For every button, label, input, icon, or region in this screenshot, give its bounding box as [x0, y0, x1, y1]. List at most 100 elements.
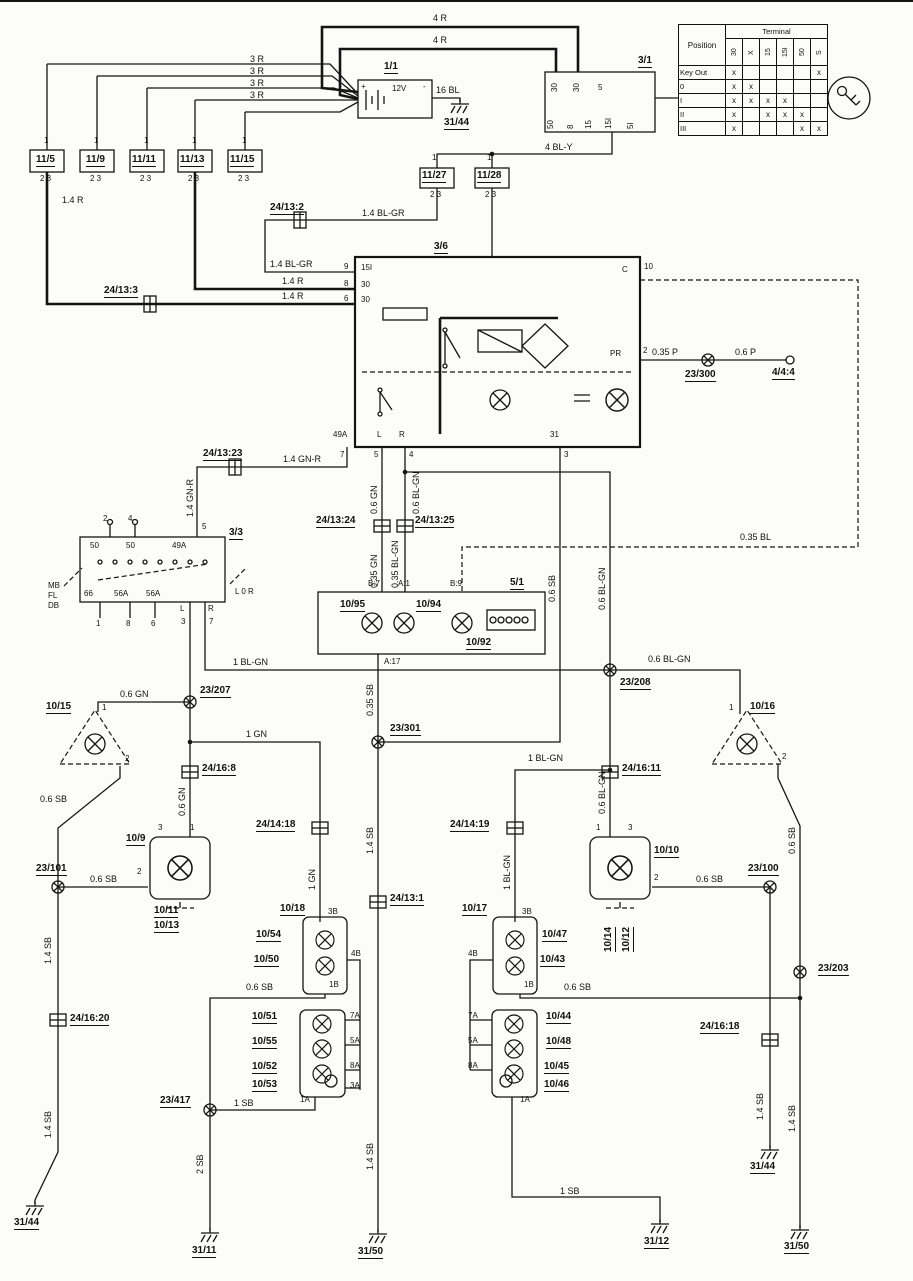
label-ind-lamp: 10/92	[466, 637, 492, 650]
label-connector: 24/13:23	[203, 448, 243, 461]
pin-label: 5	[202, 522, 207, 531]
label-ground: 31/44	[444, 117, 470, 130]
pin-label: 1	[96, 619, 101, 628]
table-col: 30	[725, 38, 743, 66]
label-splice: 23/300	[685, 369, 716, 382]
pin-label: L 0 R	[235, 587, 254, 596]
table-cell	[810, 79, 828, 94]
pin-label: 6	[344, 294, 349, 303]
wire-label: 3 R	[250, 54, 265, 64]
label-lamp-1010: 10/10	[654, 845, 680, 858]
pin-label: 15I	[361, 263, 373, 272]
table-cell: x	[742, 93, 760, 108]
pin-label: B:7	[368, 579, 381, 588]
label-lamp-1015: 10/15	[46, 701, 72, 714]
table-cell	[793, 79, 811, 94]
table-header-position: Position	[678, 24, 726, 66]
table-row-label: Key Out	[678, 65, 726, 80]
wire-label: 3 R	[250, 90, 265, 100]
wire-label: 4 R	[433, 13, 448, 23]
label-ground: 31/11	[192, 1245, 217, 1258]
wire-label: 1 SB	[560, 1186, 580, 1196]
pin-label: 30	[572, 83, 581, 92]
label-lamp-1044: 10/44	[546, 1011, 572, 1024]
pin-label: A:17	[384, 657, 401, 666]
table-cell: x	[810, 121, 828, 136]
table-cell: x	[793, 107, 811, 122]
pin-label: 2	[643, 346, 648, 355]
wire-label: 2 SB	[195, 1154, 205, 1174]
pin-label: 2 3	[140, 174, 152, 183]
pin-label: 4B	[351, 949, 361, 958]
label-lamp-1053: 10/53	[252, 1079, 278, 1092]
wire-label: 1 BL-GN	[502, 854, 512, 890]
ground-icon	[760, 1144, 780, 1160]
table-cell	[776, 79, 794, 94]
pin-label: 4	[128, 514, 133, 523]
pin-label: B:9	[450, 579, 463, 588]
pin-label: 9	[344, 262, 349, 271]
wire-label: 1.4 R	[282, 291, 304, 301]
pin-label: 7A	[350, 1011, 360, 1020]
wire-label: 0.35 BL	[740, 532, 772, 542]
label-ground: 31/44	[750, 1161, 776, 1174]
table-header-terminal: Terminal	[725, 24, 828, 39]
battery-minus: -	[423, 82, 426, 91]
wire-label: 16 BL	[436, 85, 460, 95]
pin-label: DB	[48, 601, 60, 610]
label-fuse: 11/11	[132, 154, 156, 167]
table-row-label: I	[678, 93, 726, 108]
label-lamp-1043: 10/43	[540, 954, 566, 967]
table-cell	[810, 93, 828, 108]
label-lamp-1052: 10/52	[252, 1061, 278, 1074]
table-cell	[742, 65, 760, 80]
table-col: 15I	[776, 38, 794, 66]
wire-label: 0.6 SB	[564, 982, 592, 992]
flasher-unit-box	[353, 255, 642, 449]
cluster-lamp-icon	[504, 1039, 524, 1059]
pin-label: 56A	[114, 589, 129, 598]
wire-label: 0.6 SB	[40, 794, 68, 804]
label-flasher: 3/6	[434, 241, 448, 254]
wire-label: 1.4 R	[282, 276, 304, 286]
wire-label: 1.4 SB	[43, 936, 53, 964]
pin-label: 49A	[333, 430, 348, 439]
rear-lamp-icon	[505, 930, 525, 950]
wire-label: 0.35 SB	[365, 683, 375, 716]
label-lamp-1018: 10/18	[280, 903, 306, 916]
label-battery: 1/1	[384, 61, 398, 74]
wire-label: 1.4 SB	[755, 1092, 765, 1120]
lamp-right-repeater-housing	[710, 708, 784, 765]
table-cell	[810, 107, 828, 122]
table-cell: x	[725, 93, 743, 108]
rear-lamp-icon	[315, 956, 335, 976]
pin-label: 10	[644, 262, 653, 271]
wire-label: 0.6 P	[735, 347, 757, 357]
repeater-lamp-icon	[736, 733, 758, 755]
table-row-label: 0	[678, 79, 726, 94]
label-lamp-1014: 10/14	[603, 926, 616, 952]
label-fuse: 11/28	[477, 170, 502, 183]
indicator-lamp-icon	[393, 612, 415, 634]
ground-icon	[25, 1200, 45, 1216]
table-cell: x	[793, 121, 811, 136]
pin-label: 1	[242, 136, 247, 145]
label-ground: 31/12	[644, 1236, 670, 1249]
pin-label: 2 3	[188, 174, 200, 183]
wire-label: 0.6 SB	[547, 574, 557, 602]
rear-lamp-icon	[505, 956, 525, 976]
lamp-cluster-right-box	[491, 1009, 538, 1098]
wire-label: 1.4 SB	[43, 1110, 53, 1138]
pin-label: L	[180, 604, 185, 613]
wire-label: 1 BL-GN	[528, 753, 564, 763]
wire-label: 0.6 SB	[90, 874, 118, 884]
lamp-left-front-box	[149, 836, 211, 900]
lamp-left-rear-box	[302, 916, 348, 995]
wire-label: 0.6 BL-GN	[597, 771, 607, 814]
pin-label: R	[208, 604, 214, 613]
rear-lamp-icon	[315, 930, 335, 950]
pin-label: 5	[598, 83, 603, 92]
pin-label: 2	[125, 754, 130, 763]
pin-label: 4B	[468, 949, 478, 958]
